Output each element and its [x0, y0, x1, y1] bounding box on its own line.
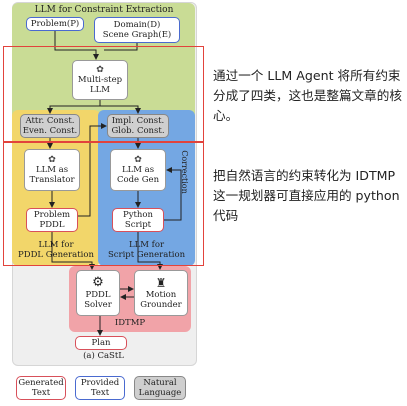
python-script-node: Python Script	[112, 208, 164, 232]
motion-grounder-node: ♜ Motion Grounder	[134, 270, 188, 316]
idtmp-label: IDTMP	[114, 318, 146, 328]
legend-provided-text: Provided Text	[75, 376, 125, 400]
legend-generated-text: Generated Text	[16, 376, 66, 400]
arrow-problem-to-llm	[54, 31, 99, 60]
annotation-constraint-classification: 通过一个 LLM Agent 将所有约束分成了四类，这也是整篇文章的核心。	[213, 68, 402, 123]
arrow-pddl-to-impl	[78, 123, 107, 217]
multistep-llm-label: Multi-step LLM	[77, 75, 123, 95]
brain-icon: ✿	[134, 155, 142, 165]
brain-icon: ✿	[96, 65, 104, 75]
highlight-frame-constraint-classification	[3, 46, 204, 142]
problem-input-node: Problem(P)	[26, 17, 84, 31]
brain-icon: ✿	[48, 155, 56, 165]
llm-codegen-node: ✿ LLM as Code Gen	[110, 149, 166, 191]
attr-even-constraints-node: Attr. Const. Even. Const.	[20, 114, 80, 138]
llm-translator-node: ✿ LLM as Translator	[24, 149, 80, 191]
motion-grounder-label: Motion Grounder	[140, 290, 182, 310]
multistep-llm-node: ✿ Multi-step LLM	[72, 60, 128, 100]
llm-translator-label: LLM as Translator	[29, 165, 75, 185]
pddl-generation-label: LLM for PDDL Generation	[18, 240, 94, 260]
legend-natural-language: Natural Language	[134, 376, 186, 400]
domain-scene-graph-node: Domain(D) Scene Graph(E)	[94, 17, 180, 43]
annotation-code-generation: 把自然语言的约束转化为 IDTMP 这一规划器可直接应用的 python 代码	[213, 168, 400, 223]
plan-node: Plan	[75, 336, 127, 350]
gear-icon: ⚙	[92, 275, 104, 290]
arrow-correction-loop	[164, 167, 182, 221]
impl-glob-constraints-node: Impl. Const. Glob. Const.	[107, 114, 169, 138]
script-generation-label: LLM for Script Generation	[107, 240, 186, 260]
llm-codegen-label: LLM as Code Gen	[116, 165, 160, 185]
arrow-llm-to-impl	[100, 105, 141, 114]
arrow-llm-to-attr	[47, 100, 101, 114]
problem-pddl-node: Problem PDDL	[26, 208, 78, 232]
diagram-title: LLM for Constraint Extraction	[34, 5, 174, 15]
pddl-solver-label: PDDL Solver	[84, 290, 112, 310]
highlight-frame-code-generation	[3, 142, 204, 266]
robot-arm-icon: ♜	[155, 276, 167, 290]
arrow-domain-to-llm	[104, 43, 138, 51]
diagram-caption: (a) CaStL	[83, 351, 124, 361]
pddl-solver-node: ⚙ PDDL Solver	[76, 270, 120, 316]
